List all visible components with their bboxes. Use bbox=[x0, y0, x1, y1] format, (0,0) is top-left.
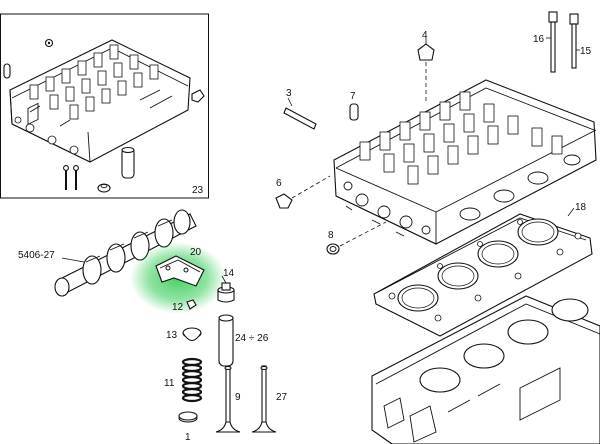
part-14-tappet[interactable]: 14 bbox=[217, 268, 235, 303]
part-27-valve[interactable]: 27 bbox=[251, 365, 288, 433]
label-1: 1 bbox=[185, 432, 191, 443]
part-15-bolt[interactable]: 15 bbox=[569, 13, 592, 69]
label-27: 27 bbox=[276, 392, 288, 403]
label-4: 4 bbox=[422, 30, 428, 41]
label-24-26: 24 ÷ 26 bbox=[235, 333, 269, 344]
label-3: 3 bbox=[286, 88, 292, 99]
part-8-seal[interactable]: 8 bbox=[326, 221, 387, 255]
highlighted-part-20[interactable]: 20 bbox=[130, 242, 226, 314]
part-1-washer[interactable]: 1 bbox=[178, 411, 198, 443]
part-12-nut[interactable]: 12 bbox=[172, 299, 197, 313]
part-3-stud[interactable]: 3 bbox=[283, 88, 317, 130]
label-7: 7 bbox=[350, 91, 356, 102]
label-15: 15 bbox=[580, 46, 592, 57]
inset-box-23[interactable]: 23 bbox=[0, 13, 209, 199]
part-4-plug[interactable]: 4 bbox=[417, 30, 435, 61]
label-9: 9 bbox=[235, 392, 241, 403]
inset-cylinder-head bbox=[9, 39, 191, 163]
part-11-spring[interactable]: 11 bbox=[164, 357, 203, 403]
part-24-26-guide[interactable]: 24 ÷ 26 bbox=[218, 314, 269, 367]
part-18-head-gasket[interactable]: 18 bbox=[373, 202, 593, 337]
label-12: 12 bbox=[172, 302, 184, 313]
label-8: 8 bbox=[328, 230, 334, 241]
label-5406-27: 5406-27 bbox=[18, 250, 55, 261]
part-9-valve[interactable]: 9 bbox=[215, 365, 241, 433]
label-23: 23 bbox=[192, 185, 204, 196]
part-13-cap[interactable]: 13 bbox=[166, 327, 202, 342]
part-6-nut[interactable]: 6 bbox=[275, 175, 331, 209]
label-14: 14 bbox=[223, 268, 235, 279]
label-11: 11 bbox=[164, 378, 175, 389]
cylinder-head-main[interactable] bbox=[333, 79, 597, 245]
part-7-sleeve[interactable]: 7 bbox=[349, 91, 359, 121]
label-16: 16 bbox=[533, 34, 545, 45]
camshaft[interactable]: 5406-27 bbox=[18, 209, 197, 297]
label-18: 18 bbox=[575, 202, 587, 213]
label-13: 13 bbox=[166, 330, 178, 341]
label-6: 6 bbox=[276, 178, 282, 189]
inset-small-parts bbox=[3, 38, 205, 193]
label-20: 20 bbox=[190, 247, 202, 258]
engine-block[interactable] bbox=[371, 295, 600, 444]
part-16-bolt[interactable]: 16 bbox=[533, 11, 558, 73]
